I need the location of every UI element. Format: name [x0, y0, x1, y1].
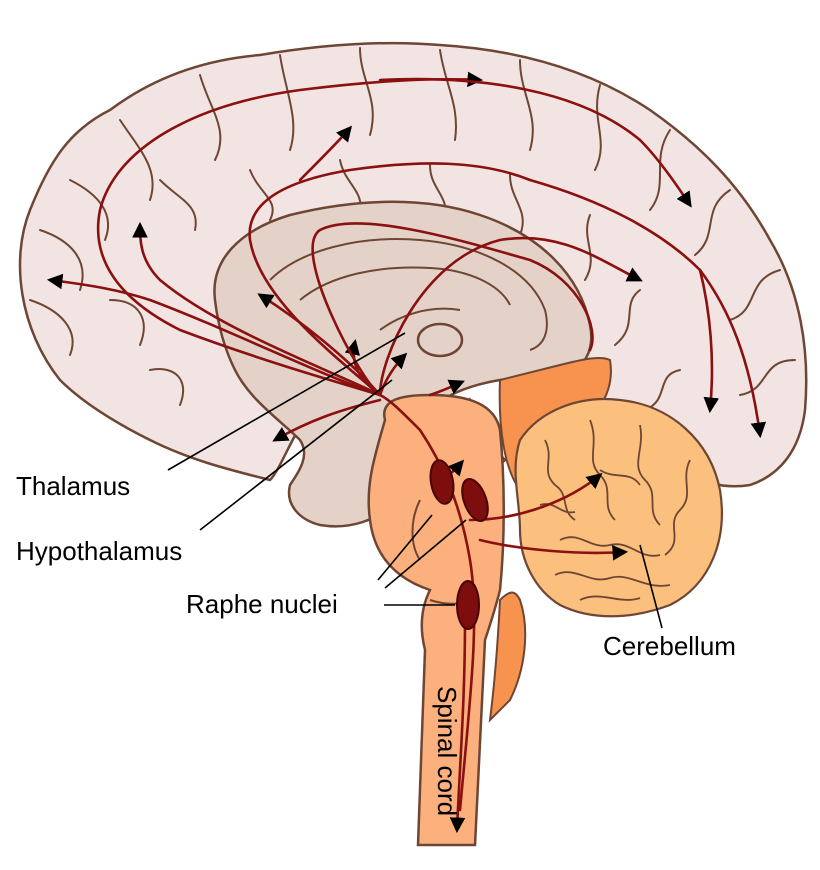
raphe-nucleus-lower: [456, 580, 480, 630]
label-thalamus: Thalamus: [16, 471, 130, 501]
path-frontal-arrow: [96, 71, 484, 397]
label-raphe-nuclei: Raphe nuclei: [186, 589, 338, 619]
path-frontal-pole-arrow: [46, 273, 382, 397]
cerebellum-structure: [514, 398, 723, 618]
raphe-nucleus-middle: [461, 477, 489, 523]
label-hypothalamus: Hypothalamus: [16, 536, 182, 566]
raphe-nucleus-upper: [429, 459, 455, 505]
raphe-nuclei-group: [429, 459, 489, 630]
serotonin-pathways: [46, 71, 767, 834]
label-spinal-cord: Spinal cord: [432, 686, 462, 816]
thalamus-structure: [416, 322, 464, 358]
label-leaders: [167, 332, 663, 629]
label-cerebellum: Cerebellum: [603, 631, 736, 661]
